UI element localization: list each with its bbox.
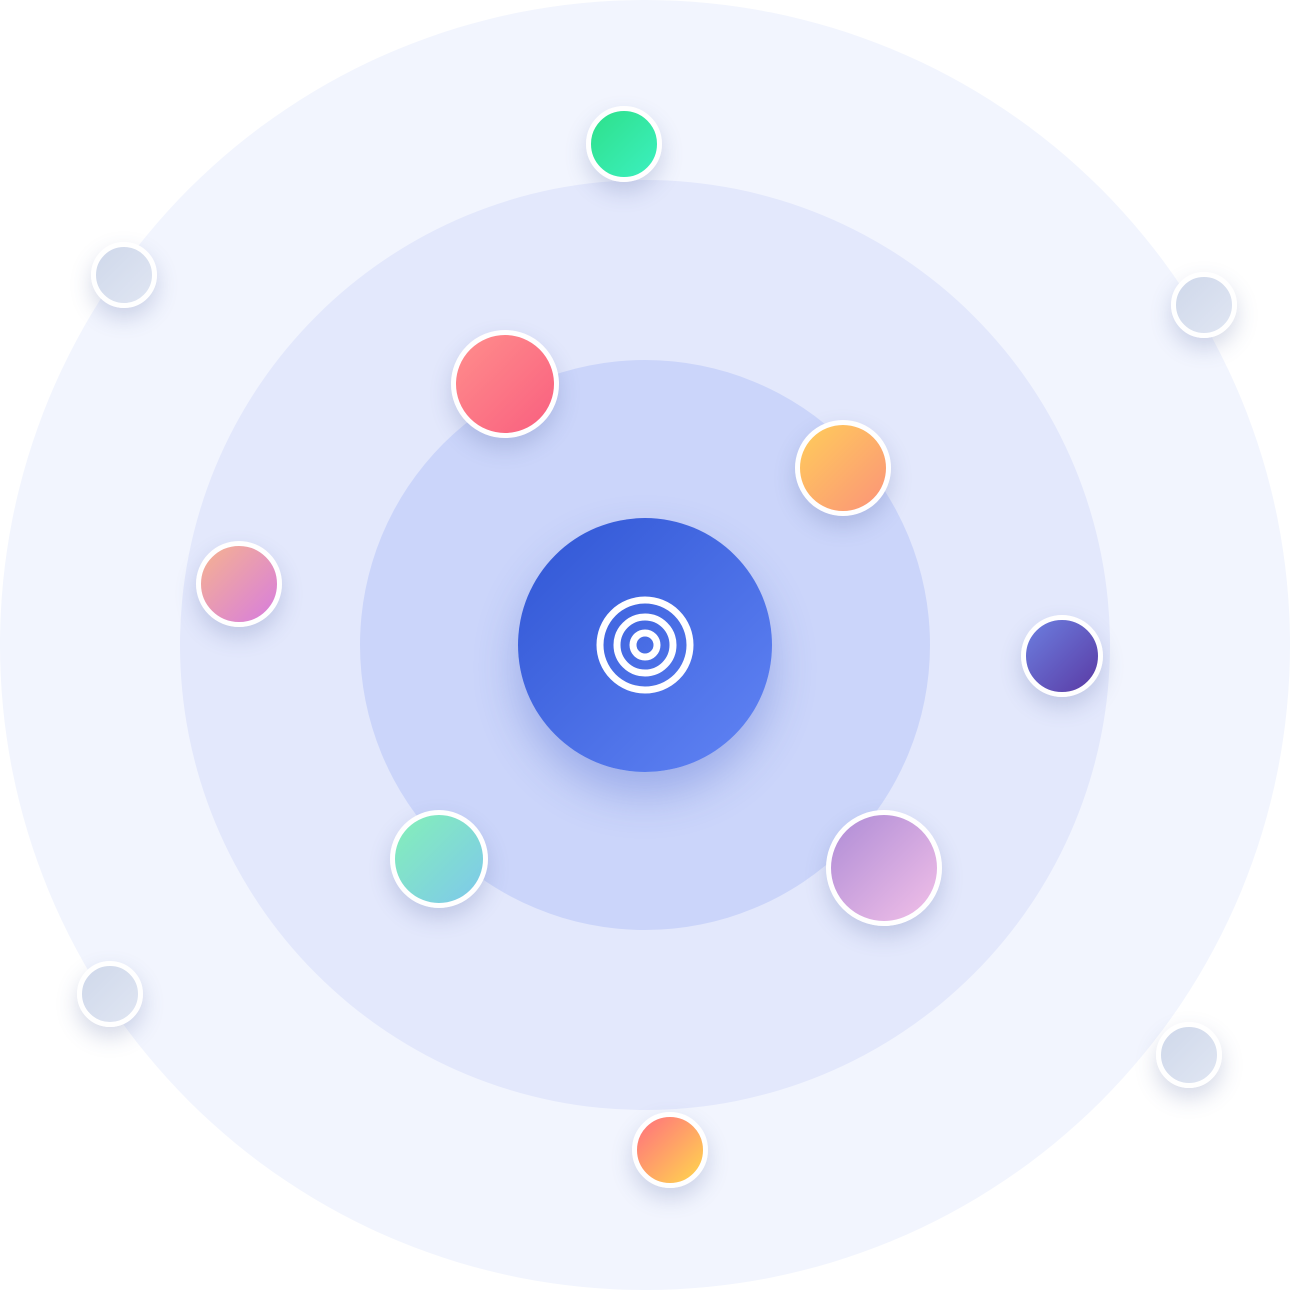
node-gray-2 — [1171, 272, 1237, 338]
target-icon — [596, 596, 694, 694]
node-gray-4 — [1156, 1022, 1222, 1088]
node-indigo — [1021, 615, 1103, 697]
center-hub — [518, 518, 772, 772]
node-orange-yellow — [632, 1112, 708, 1188]
node-coral — [451, 330, 559, 438]
node-amber — [795, 420, 891, 516]
node-peach-pink — [196, 541, 282, 627]
node-mint-aqua — [390, 810, 488, 908]
node-green — [586, 106, 662, 182]
node-lavender — [826, 810, 942, 926]
node-gray-1 — [91, 242, 157, 308]
node-gray-3 — [77, 961, 143, 1027]
